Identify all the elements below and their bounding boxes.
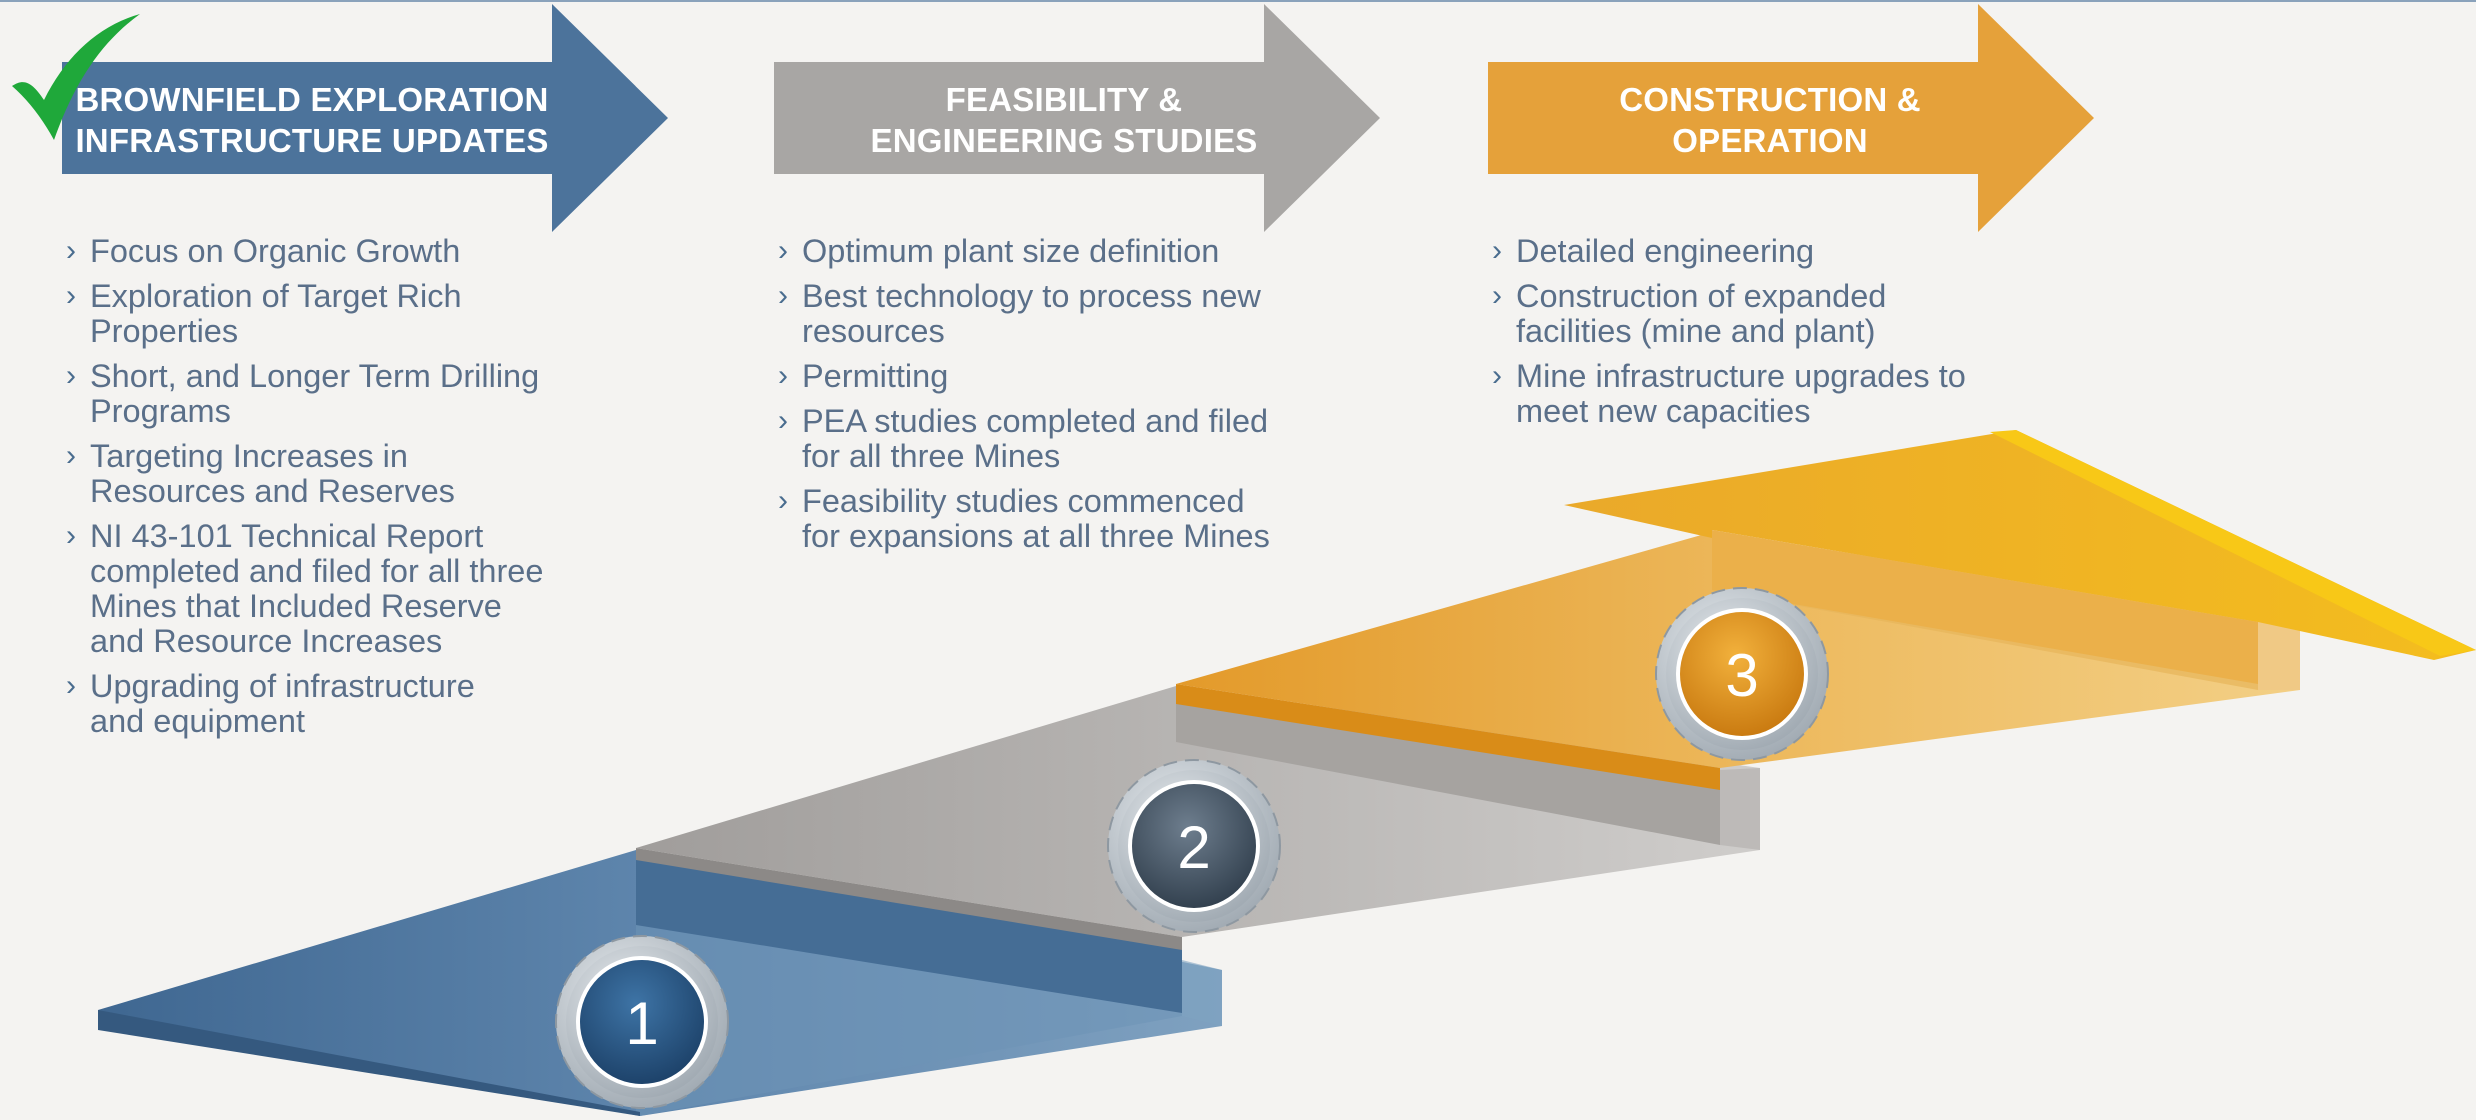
step-1-gear-icon	[555, 935, 729, 1109]
step-3-gear-icon	[1655, 587, 1829, 761]
list-item: ›Permitting	[778, 358, 949, 394]
chevron-right-icon: ›	[66, 279, 76, 312]
chevron-right-icon: ›	[66, 439, 76, 472]
chevron-right-icon: ›	[66, 669, 76, 702]
step-3-number: 3	[1725, 642, 1758, 709]
stage-1-bullet-list: ›Focus on Organic Growth ›Exploration of…	[64, 234, 624, 749]
stage-3-title: CONSTRUCTION &OPERATION	[1619, 81, 1921, 159]
chevron-right-icon: ›	[66, 519, 76, 552]
top-border-line	[0, 0, 2476, 2]
stage-3-arrow: CONSTRUCTION &OPERATION	[1488, 4, 2094, 232]
stage-2-arrow: FEASIBILITY &ENGINEERING STUDIES	[774, 4, 1380, 232]
chevron-right-icon: ›	[66, 359, 76, 392]
stage-2-title: FEASIBILITY &ENGINEERING STUDIES	[870, 81, 1258, 159]
step-2-number: 2	[1177, 814, 1210, 881]
step-2-gear-icon	[1107, 759, 1281, 933]
chevron-right-icon: ›	[66, 234, 76, 267]
chevron-right-icon: ›	[778, 359, 788, 392]
stage-3-bullet-list: ›Detailed engineering ›Construction of e…	[1490, 234, 2050, 439]
chevron-right-icon: ›	[778, 404, 788, 437]
chevron-right-icon: ›	[1492, 279, 1502, 312]
list-item: ›Optimum plant size definition	[778, 233, 1220, 269]
chevron-right-icon: ›	[1492, 234, 1502, 267]
chevron-right-icon: ›	[778, 234, 788, 267]
chevron-right-icon: ›	[1492, 359, 1502, 392]
chevron-right-icon: ›	[778, 484, 788, 517]
chevron-right-icon: ›	[778, 279, 788, 312]
list-item: ›Detailed engineering	[1492, 233, 1815, 269]
stage-2-bullet-list: ›Optimum plant size definition ›Best tec…	[776, 234, 1356, 564]
step-1-number: 1	[625, 990, 658, 1057]
list-item: ›Focus on Organic Growth	[66, 233, 461, 269]
growth-arrow	[1564, 430, 2476, 684]
checkmark-icon	[12, 14, 140, 140]
